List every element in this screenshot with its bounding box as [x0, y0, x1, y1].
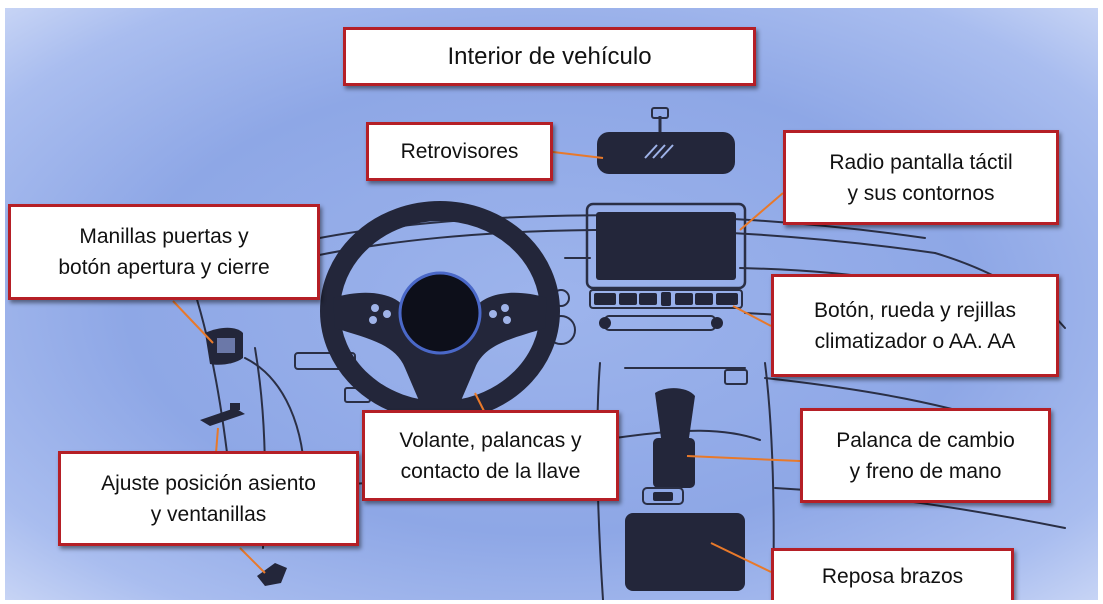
label-armrest: Reposa brazos	[771, 548, 1014, 600]
label-retrovisores-line-1: Retrovisores	[400, 140, 519, 163]
label-palanca-line-1: Palanca de cambio	[836, 428, 1015, 452]
label-volante-line-1: Volante, palancas y	[399, 428, 582, 452]
label-ajuste-line-1: Ajuste posición asiento	[101, 471, 316, 495]
seat-adjust-lever	[257, 563, 287, 586]
door-handle	[205, 327, 243, 365]
label-steering-wheel: Volante, palancas y contacto de la llave	[362, 410, 619, 501]
armrest	[625, 513, 745, 591]
label-radio-touchscreen: Radio pantalla táctil y sus contornos	[783, 130, 1059, 225]
label-ajuste-line-2: y ventanillas	[150, 502, 267, 526]
rear-view-mirror	[597, 107, 735, 174]
label-radio-line-1: Radio pantalla táctil	[829, 150, 1013, 174]
diagram-title-text: Interior de vehículo	[447, 43, 652, 70]
window-switches	[200, 403, 245, 426]
label-door-handles: Manillas puertas y botón apertura y cier…	[8, 204, 320, 300]
label-reposa-line-1: Reposa brazos	[821, 564, 964, 588]
label-seat-window-adjust: Ajuste posición asiento y ventanillas	[58, 451, 359, 546]
label-palanca-line-2: y freno de mano	[849, 459, 1002, 483]
label-climatizador-line-2: climatizador o AA. AA	[814, 329, 1016, 353]
label-climate-controls: Botón, rueda y rejillas climatizador o A…	[771, 274, 1059, 377]
label-gear-shifter: Palanca de cambio y freno de mano	[800, 408, 1051, 503]
leader-lines	[172, 151, 801, 574]
diagram-canvas: Interior de vehículo Retrovisores Radio …	[5, 8, 1098, 600]
label-retrovisores: Retrovisores	[366, 122, 553, 181]
diagram-title: Interior de vehículo	[343, 27, 756, 86]
label-radio-line-2: y sus contornos	[847, 181, 995, 205]
touchscreen-radio	[585, 202, 747, 331]
label-manillas-line-1: Manillas puertas y	[79, 225, 249, 248]
steering-wheel	[320, 201, 560, 421]
label-volante-line-2: contacto de la llave	[400, 459, 581, 483]
label-climatizador-line-1: Botón, rueda y rejillas	[814, 298, 1016, 322]
label-manillas-line-2: botón apertura y cierre	[58, 256, 270, 279]
gear-shifter	[642, 388, 695, 505]
